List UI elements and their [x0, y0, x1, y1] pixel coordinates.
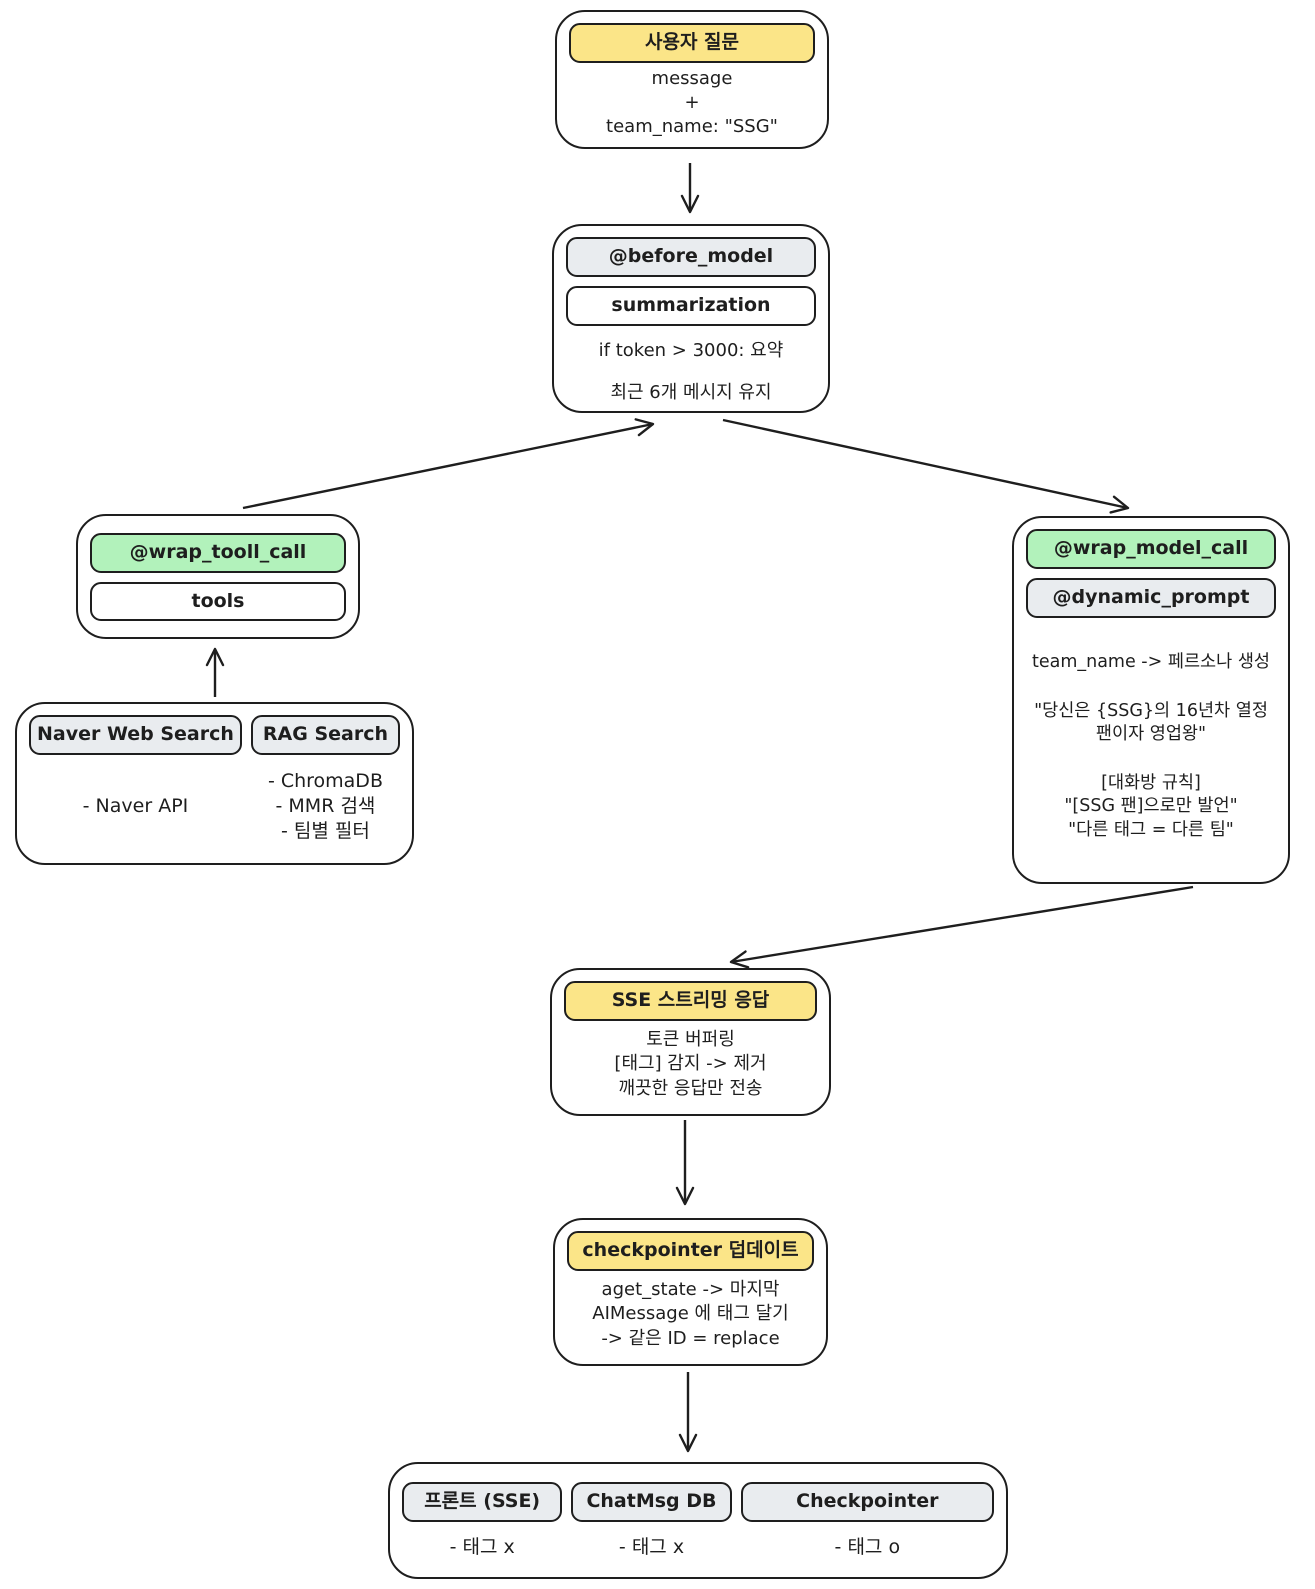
outputs-column-front: 프론트 (SSE) - 태그 x	[402, 1482, 563, 1567]
node-checkpointer-update-body: aget_state -> 마지막 AIMessage 에 태그 달기 -> 같…	[592, 1278, 789, 1349]
arrow-wrap-tool-call-to-before-model	[242, 418, 655, 510]
tools-detail-rag-item: - 팀별 필터	[281, 820, 370, 843]
outputs-checkpointer-title: Checkpointer	[740, 1482, 994, 1522]
node-user-question-title: 사용자 질문	[569, 23, 815, 63]
node-wrap-model-call-title: @wrap_model_call	[1026, 529, 1276, 569]
outputs-chatmsg-db-item: - 태그 x	[618, 1535, 685, 1558]
node-wrap-model-call-body: team_name -> 페르소나 생성 "당신은 {SSG}의 16년차 열정…	[1026, 618, 1276, 873]
node-sse-streaming-body: 토큰 버퍼링 [태그] 감지 -> 제거 깨끗한 응답만 전송	[614, 1028, 767, 1099]
node-wrap-model-call: @wrap_model_call @dynamic_prompt team_na…	[1012, 516, 1290, 884]
node-sse-streaming-title: SSE 스트리밍 응답	[564, 981, 817, 1021]
tools-detail-rag-item: - ChromaDB	[267, 770, 383, 793]
outputs-checkpointer-item: - 태그 o	[834, 1535, 901, 1558]
outputs-front-title: 프론트 (SSE)	[402, 1482, 563, 1522]
tools-detail-column-naver: Naver Web Search - Naver API	[29, 715, 242, 853]
outputs-column-chatmsg-db: ChatMsg DB - 태그 x	[571, 1482, 732, 1567]
persona-paragraph: team_name -> 페르소나 생성	[1031, 651, 1271, 672]
chatroom-rules-paragraph: [대화방 규칙] "[SSG 팬]으로만 발언" "다른 태그 = 다른 팀"	[1064, 772, 1238, 840]
outputs-chatmsg-db-title: ChatMsg DB	[571, 1482, 732, 1522]
tools-detail-naver-item: - Naver API	[82, 795, 189, 818]
node-checkpointer-update-title: checkpointer 덥데이트	[567, 1231, 814, 1271]
arrow-before-model-to-wrap-model-call	[722, 418, 1130, 514]
outputs-column-checkpointer: Checkpointer - 태그 o	[740, 1482, 994, 1567]
node-checkpointer-update: checkpointer 덥데이트 aget_state -> 마지막 AIMe…	[553, 1218, 828, 1366]
tools-detail-rag-title: RAG Search	[250, 715, 400, 755]
outputs-front-item: - 태그 x	[449, 1535, 515, 1558]
tools-detail-naver-title: Naver Web Search	[29, 715, 242, 755]
node-outputs: 프론트 (SSE) - 태그 x ChatMsg DB - 태그 x Check…	[388, 1462, 1008, 1579]
node-wrap-model-call-subtitle: @dynamic_prompt	[1026, 577, 1276, 618]
node-before-model-title: @before_model	[566, 237, 816, 277]
node-sse-streaming: SSE 스트리밍 응답 토큰 버퍼링 [태그] 감지 -> 제거 깨끗한 응답만…	[550, 968, 831, 1116]
node-tools-detail: Naver Web Search - Naver API RAG Search …	[15, 702, 414, 865]
node-before-model-body: if token > 3000: 요약 최근 6개 메시지 유지	[598, 339, 784, 403]
node-user-question-body: message + team_name: "SSG"	[606, 67, 778, 138]
node-before-model-subtitle: summarization	[566, 285, 816, 326]
node-before-model: @before_model summarization if token > 3…	[552, 224, 830, 413]
node-wrap-tool-call: @wrap_tooll_call tools	[76, 514, 360, 639]
persona-quote-paragraph: "당신은 {SSG}의 16년차 열정 팬이자 영업왕"	[1034, 700, 1268, 745]
tools-detail-column-rag: RAG Search - ChromaDB - MMR 검색 - 팀별 필터	[250, 715, 400, 853]
arrow-wrap-model-call-to-sse	[729, 885, 1194, 969]
node-wrap-tool-call-title: @wrap_tooll_call	[90, 532, 346, 573]
node-wrap-tool-call-subtitle: tools	[90, 581, 346, 622]
node-user-question: 사용자 질문 message + team_name: "SSG"	[555, 10, 829, 149]
tools-detail-rag-item: - MMR 검색	[275, 795, 376, 818]
